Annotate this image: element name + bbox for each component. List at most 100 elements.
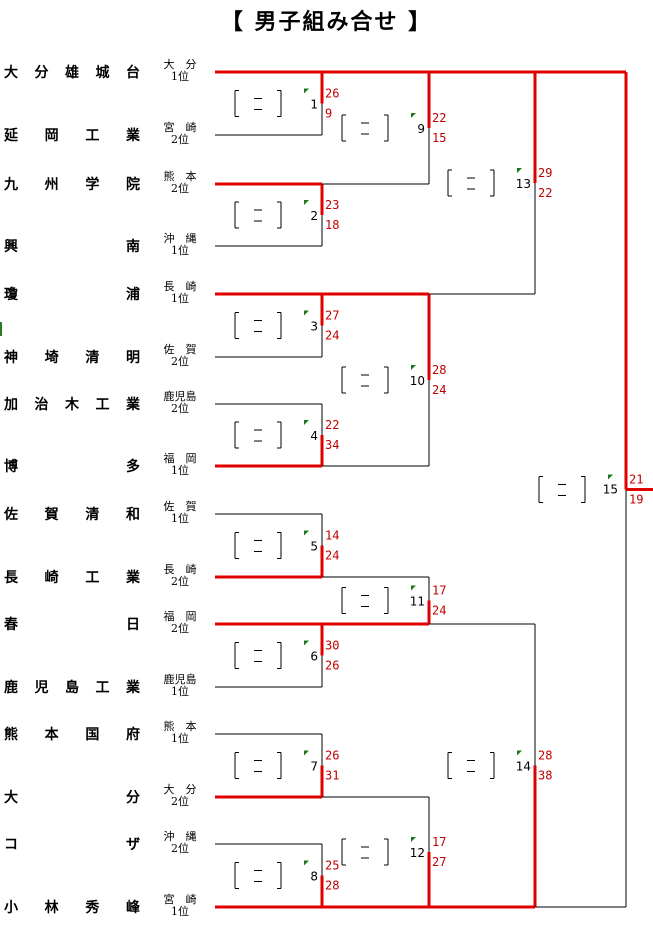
game-number: 4 [310,429,318,443]
team-name-char: コ [4,837,18,853]
comment-marker-icon [304,200,309,205]
team-name: 佐賀清和 [4,504,140,524]
score-top: 17 [432,835,446,849]
comment-marker-icon [411,585,416,591]
score-box [234,752,282,779]
prefecture-rank: 2位 [171,133,189,146]
team-name: 瓊浦 [4,284,140,304]
prefecture-rank: 2位 [171,182,189,195]
team-name-char: 木 [65,397,79,413]
team-name: 九州学院 [4,174,140,194]
team-name: 長崎工業 [4,567,140,587]
team-name-char: 岡 [44,128,59,144]
team-name-char: 院 [125,177,140,193]
team-name-char: 博 [4,459,18,475]
game-number: 3 [310,320,318,334]
team-name: 熊本国府 [4,724,140,744]
team-name: 大分 [4,787,140,807]
prefecture-rank: 2位 [171,575,189,588]
team-name-char: 府 [125,727,140,743]
team-name-char: 学 [85,177,100,193]
game-number: 2 [310,209,318,223]
comment-marker-icon [411,837,416,842]
score-bottom: 22 [538,186,552,200]
prefecture-rank: 2位 [171,355,189,368]
team-name-char: 延 [4,128,18,144]
team-name-char: 加 [4,397,18,413]
team-name-char: 鹿 [4,680,18,696]
team-name-char: 業 [125,570,140,586]
comment-marker-icon [517,750,522,756]
game-number: 15 [603,483,618,497]
team-name-char: 多 [126,459,140,475]
comment-marker-icon [411,113,416,118]
team-name: 興南 [4,236,140,256]
team-name-char: 瓊 [4,287,18,303]
score-box [234,862,282,889]
prefecture-name: 佐 賀 [163,500,197,513]
score-top: 26 [325,749,339,763]
team-name-char: 業 [125,128,140,144]
team-name-char: 明 [125,350,140,366]
team-name: 博多 [4,456,140,476]
score-top: 17 [432,584,446,598]
score-box [341,366,389,394]
prefecture-name: 熊 本 [163,170,197,183]
game-number: 12 [410,846,425,860]
team-name-char: 工 [95,680,110,696]
score-top: 26 [325,87,339,101]
team-name-char: 和 [125,507,140,523]
score-bottom: 26 [325,659,339,673]
page-title: 【 男子組み合せ 】 [220,9,433,35]
team-name-char: 工 [95,397,110,413]
prefecture-rank: 1位 [171,70,189,83]
team-name-char: 島 [65,680,79,696]
comment-marker-icon [304,88,309,94]
team-name-char: 大 [4,790,18,806]
score-top: 22 [432,111,446,125]
comment-marker-icon [304,750,309,756]
score-top: 28 [538,749,552,763]
score-box [234,642,282,669]
team-name-char: 埼 [44,350,59,366]
team-name-char: 林 [44,900,59,916]
team-name-char: 興 [4,239,18,255]
team-name-char: 大 [4,65,18,81]
team-name-char: 分 [126,790,140,806]
game-number: 14 [516,760,531,774]
prefecture-rank: 1位 [171,512,189,525]
team-name-char: 熊 [4,727,18,743]
comment-marker-icon [608,474,613,480]
score-box [447,169,495,197]
team-name-char: 小 [4,900,18,916]
comment-marker-icon [304,310,309,316]
game-number: 7 [310,760,318,774]
prefecture-name: 沖 縄 [163,232,197,245]
score-bottom: 24 [325,549,339,563]
prefecture-name: 福 岡 [163,452,197,465]
team-name-char: 州 [44,177,59,193]
team-name-char: 工 [85,570,100,586]
team-name-char: 佐 [4,507,18,523]
team-name-char: 長 [4,570,18,586]
score-top: 25 [325,859,339,873]
team-name-char: 秀 [85,900,100,916]
score-bottom: 28 [325,879,339,893]
score-box [341,838,389,866]
score-box [341,114,389,142]
team-name-char: 賀 [44,507,59,523]
score-bottom: 24 [432,383,446,397]
team-name-char: 国 [85,727,100,743]
score-box [234,312,282,339]
team-name-char: 九 [4,177,18,193]
